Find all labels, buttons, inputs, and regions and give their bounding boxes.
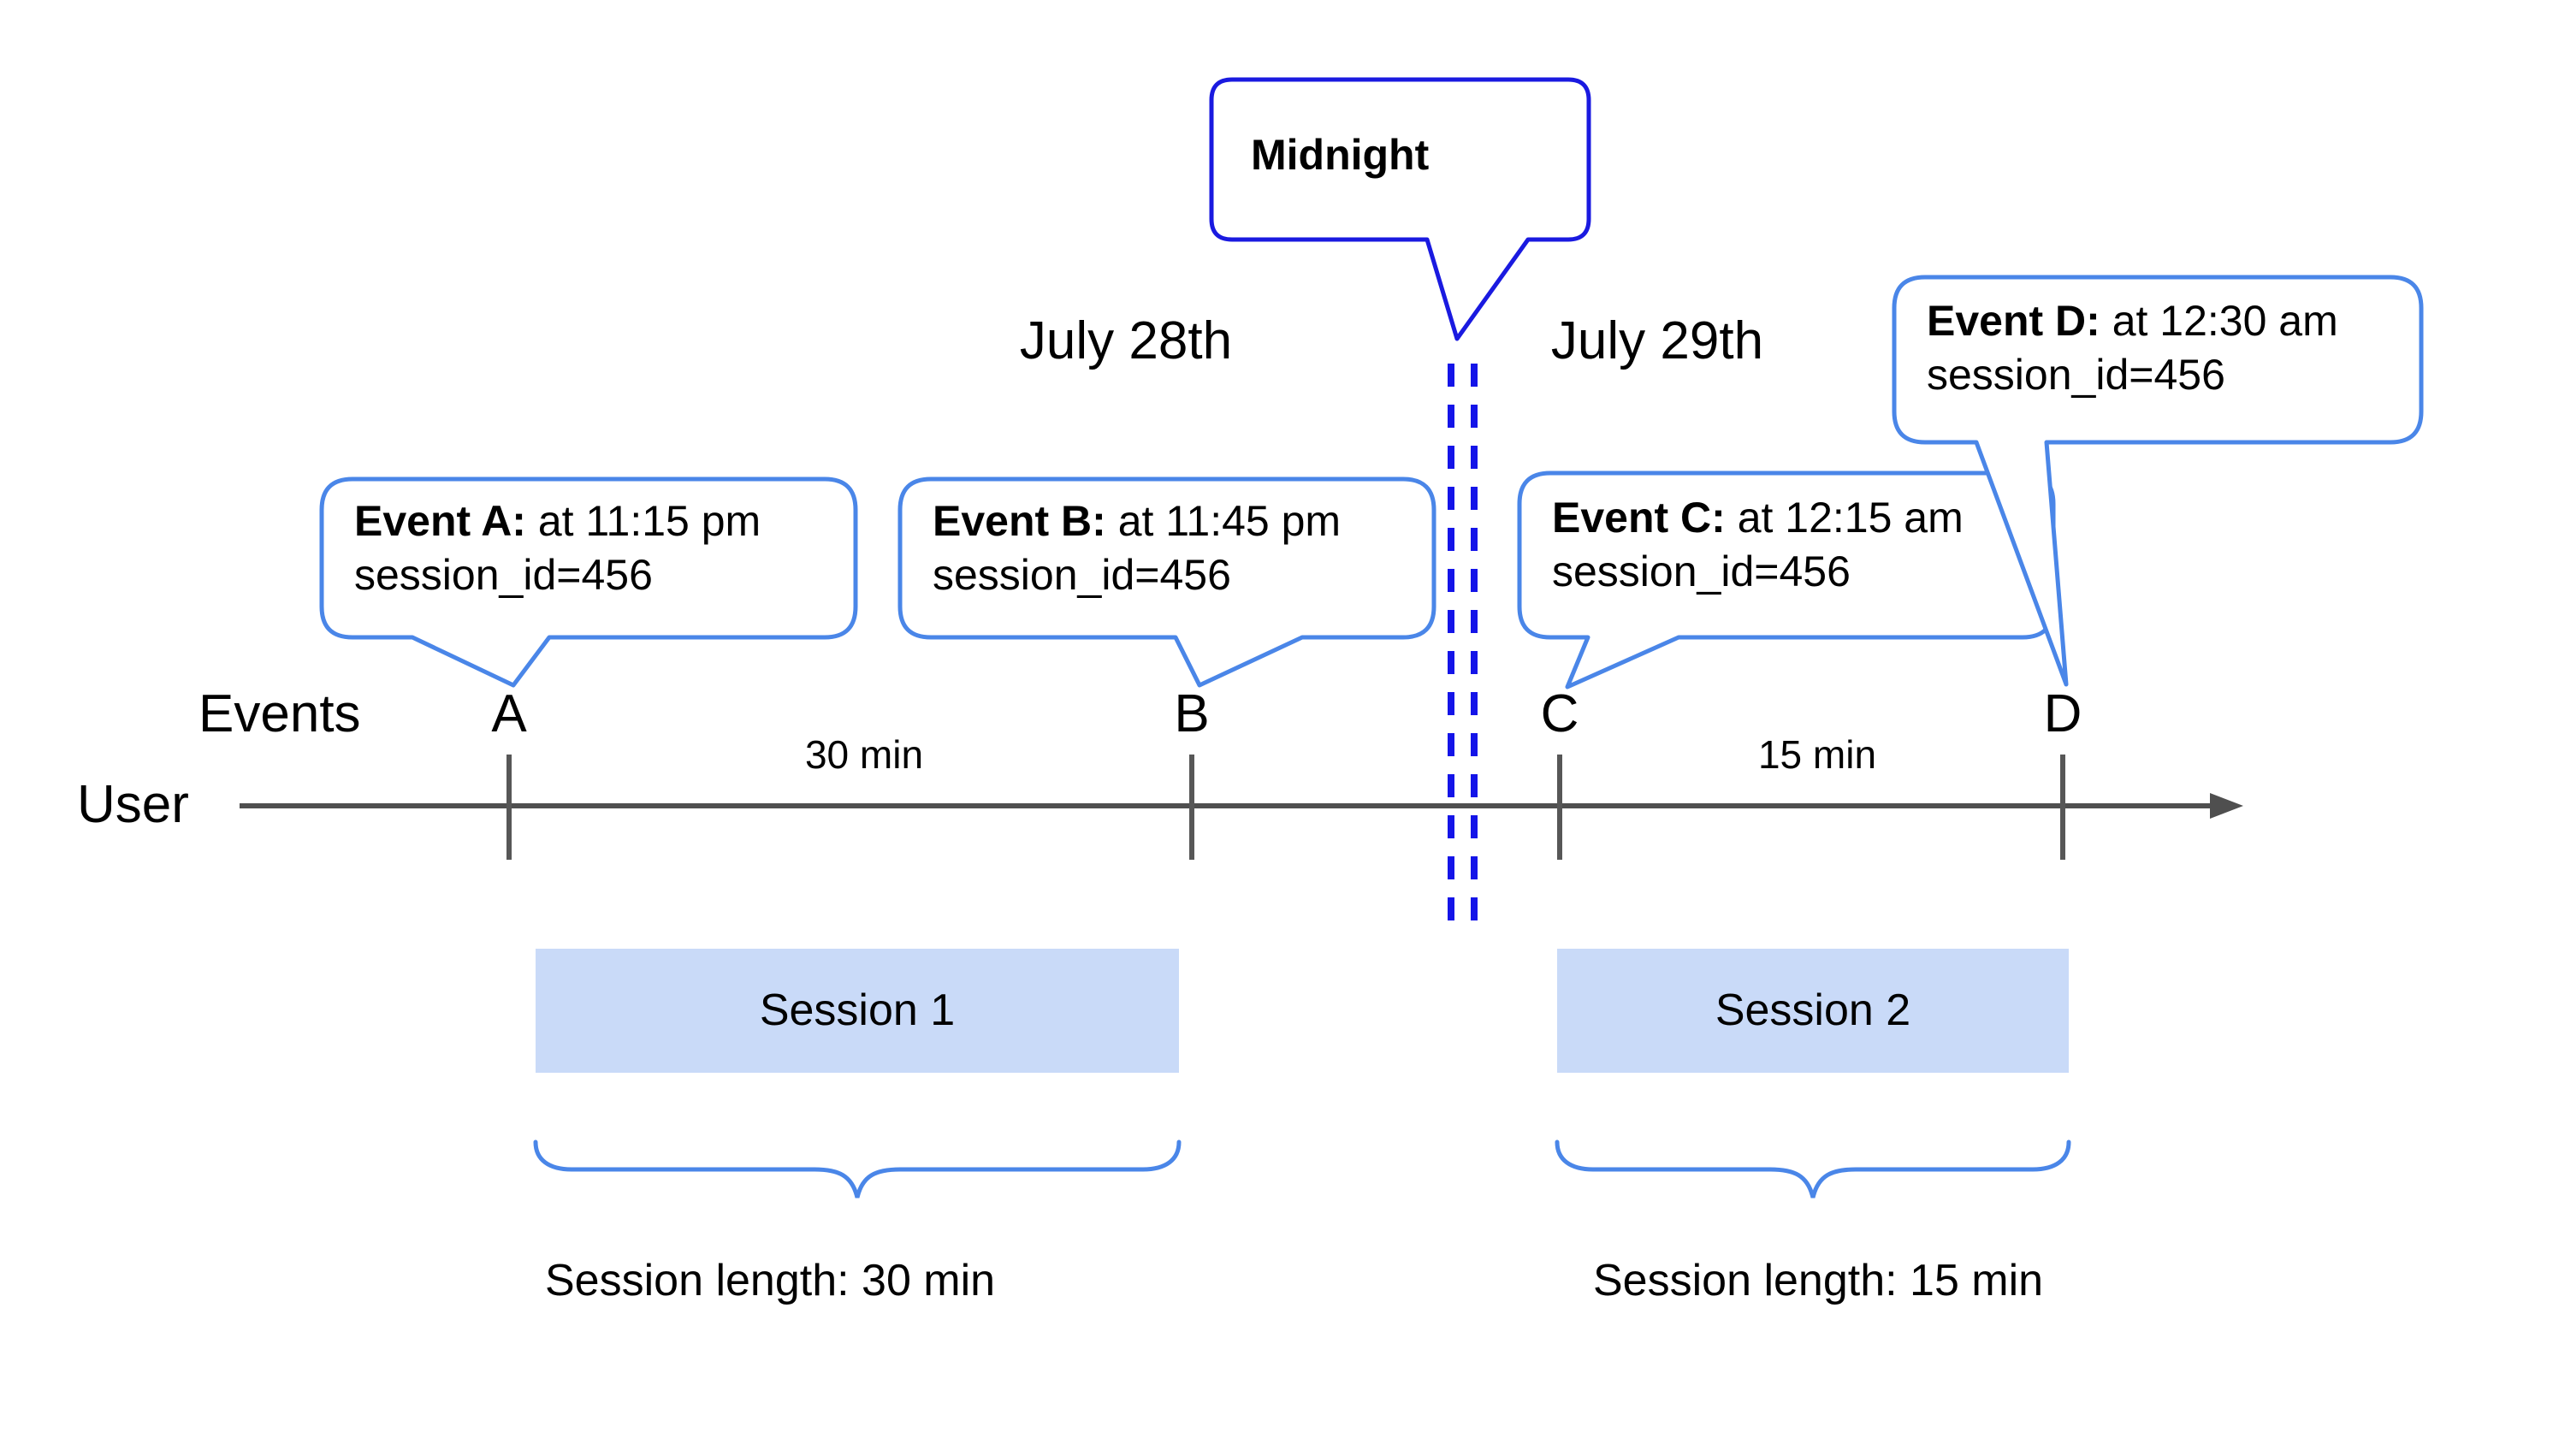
- event-d-callout-line2: session_id=456: [1927, 351, 2225, 399]
- event-c-callout-text: Event C: at 12:15 am session_id=456: [1552, 491, 1964, 599]
- event-d-callout-text: Event D: at 12:30 am session_id=456: [1927, 294, 2338, 402]
- date-label-july-29: July 29th: [1550, 311, 1764, 370]
- event-a-callout-text: Event A: at 11:15 pm session_id=456: [354, 494, 761, 602]
- gap-label-15-min: 15 min: [1757, 732, 1877, 777]
- event-a-callout-bubble: [319, 476, 858, 688]
- session-1-box: Session 1: [536, 949, 1179, 1073]
- date-label-july-28: July 28th: [1019, 311, 1233, 370]
- midnight-callout-label: Midnight: [1251, 131, 1430, 179]
- midnight-callout-bubble: [1209, 77, 1591, 341]
- event-a-callout-line2: session_id=456: [354, 551, 653, 599]
- session-2-box: Session 2: [1557, 949, 2069, 1073]
- event-b-callout-text: Event B: at 11:45 pm session_id=456: [933, 494, 1341, 602]
- user-row-label: User: [77, 775, 189, 834]
- event-d-callout-line1: Event D: at 12:30 am: [1927, 297, 2338, 345]
- timeline-arrowhead-icon: [2210, 793, 2243, 819]
- event-c-letter: C: [1540, 684, 1579, 743]
- session-1-length-label: Session length: 30 min: [545, 1256, 996, 1305]
- event-b-callout-line2: session_id=456: [933, 551, 1231, 599]
- session-1-brace: [533, 1139, 1182, 1199]
- session-2-brace: [1555, 1139, 2071, 1199]
- session-2-length-label: Session length: 15 min: [1593, 1256, 2044, 1305]
- event-c-callout-line1: Event C: at 12:15 am: [1552, 494, 1964, 542]
- event-c-callout-line2: session_id=456: [1552, 547, 1851, 595]
- event-d-letter: D: [2043, 684, 2082, 743]
- event-a-letter: A: [491, 684, 527, 743]
- event-d-callout-bubble: [1892, 275, 2424, 687]
- event-b-letter: B: [1174, 684, 1210, 743]
- events-row-label: Events: [198, 684, 361, 743]
- gap-label-30-min: 30 min: [804, 732, 924, 777]
- event-a-callout-line1: Event A: at 11:15 pm: [354, 497, 761, 545]
- event-b-callout-bubble: [897, 476, 1436, 688]
- event-b-callout-line1: Event B: at 11:45 pm: [933, 497, 1342, 545]
